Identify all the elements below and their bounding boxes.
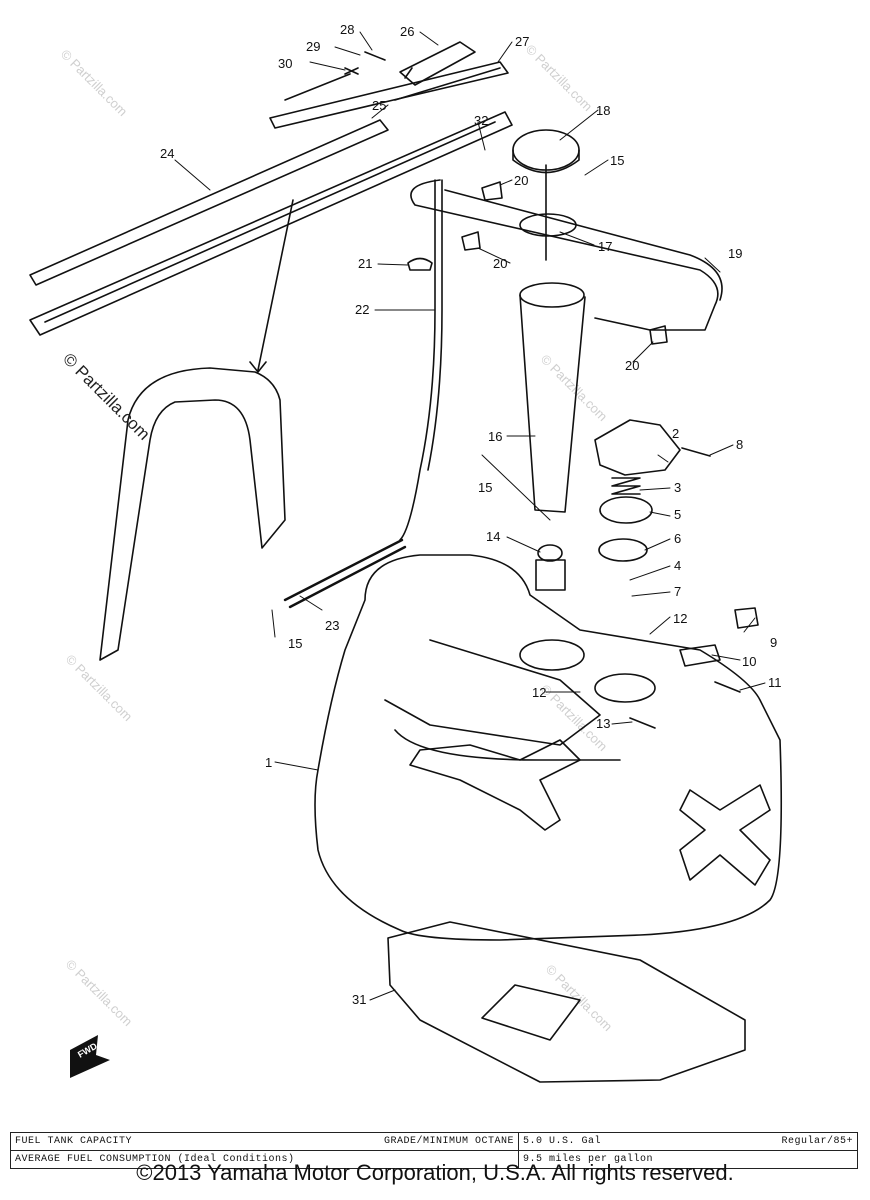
copyright-notice: ©2013 Yamaha Motor Corporation, U.S.A. A…	[136, 1160, 734, 1185]
callout: 14	[486, 529, 500, 544]
callout: 23	[325, 618, 339, 633]
diaphragm-cover	[599, 496, 653, 524]
grade-octane-label: GRADE/MINIMUM OCTANE	[383, 1136, 514, 1147]
grommet-9	[734, 607, 759, 629]
fuel-tank-exploded-diagram: © Partzilla.com © Partzilla.com © Partzi…	[29, 22, 783, 1083]
watermark: © Partzilla.com	[58, 47, 131, 120]
callout: 21	[358, 256, 372, 271]
breather-pipe	[410, 179, 723, 331]
grade-octane-value: Regular/85+	[781, 1136, 853, 1147]
callout: 12	[532, 685, 546, 700]
callout: 4	[674, 558, 681, 573]
callout: 24	[160, 146, 174, 161]
fuel-consumption-value: 9.5 miles per gallon	[518, 1150, 858, 1169]
skid-plate	[387, 921, 746, 1083]
callout: 32	[474, 113, 488, 128]
callout: 15	[610, 153, 624, 168]
strap-plate-lower	[29, 111, 513, 336]
callout: 15	[478, 480, 492, 495]
watermark: © Partzilla.com	[63, 957, 136, 1030]
callout: 10	[742, 654, 756, 669]
filler-tube	[519, 282, 586, 513]
fuel-spec-table: FUEL TANK CAPACITY GRADE/MINIMUM OCTANE …	[10, 1132, 858, 1169]
pump-body	[594, 419, 681, 476]
callout: 30	[278, 56, 292, 71]
strap-plate-upper	[269, 61, 509, 129]
watermark: © Partzilla.com	[63, 652, 136, 725]
spec-row1-label-cell: FUEL TANK CAPACITY GRADE/MINIMUM OCTANE	[10, 1132, 519, 1151]
callout: 20	[493, 256, 507, 271]
fuel-hose	[399, 179, 436, 541]
clip-21	[407, 257, 433, 271]
skid-plate-cutout	[481, 984, 581, 1041]
fuel-filter	[535, 544, 566, 591]
callout: 16	[488, 429, 502, 444]
watermark: © Partzilla.com	[543, 962, 616, 1035]
callout: 25	[372, 98, 386, 113]
callout: 5	[674, 507, 681, 522]
callout: 18	[596, 103, 610, 118]
buckle	[399, 41, 476, 86]
strap-arrow	[249, 199, 294, 373]
bolt-13	[629, 717, 656, 729]
spec-row1-value-cell: 5.0 U.S. Gal Regular/85+	[518, 1132, 858, 1151]
callout: 20	[514, 173, 528, 188]
fuel-hose-inner	[427, 179, 443, 471]
callout: 19	[728, 246, 742, 261]
callout: 6	[674, 531, 681, 546]
collar-29	[344, 67, 359, 75]
diaphragm-disc	[598, 538, 648, 562]
filler-cap	[512, 129, 580, 261]
fwd-arrow-icon	[70, 1035, 110, 1078]
callout: 26	[400, 24, 414, 39]
callout: 31	[352, 992, 366, 1007]
callout: 7	[674, 584, 681, 599]
callout: 13	[596, 716, 610, 731]
callout: 22	[355, 302, 369, 317]
fuel-capacity-label: FUEL TANK CAPACITY	[15, 1136, 133, 1147]
callout: 12	[673, 611, 687, 626]
fuel-capacity-value: 5.0 U.S. Gal	[523, 1136, 602, 1147]
bolt-11	[714, 681, 741, 693]
connector-20b	[461, 231, 481, 251]
callout: 28	[340, 22, 354, 37]
callout: 15	[288, 636, 302, 651]
fuel-tank	[314, 554, 783, 941]
callout: 2	[672, 426, 679, 441]
leader-lines	[174, 31, 766, 1001]
callout: 1	[265, 755, 272, 770]
watermark: © Partzilla.com	[523, 42, 596, 115]
bolt-30	[284, 73, 351, 101]
callout: 20	[625, 358, 639, 373]
tank-strap-frame	[99, 367, 286, 661]
callout: 9	[770, 635, 777, 650]
callout: 3	[674, 480, 681, 495]
bolt-8	[681, 447, 711, 457]
callout: 27	[515, 34, 529, 49]
callout: 29	[306, 39, 320, 54]
spring	[611, 477, 641, 495]
connector-20a	[481, 181, 503, 201]
spring-hose	[283, 538, 407, 609]
callout: 17	[598, 239, 612, 254]
pin-28	[364, 51, 386, 61]
bracket-10	[679, 644, 721, 667]
gasket	[519, 213, 577, 237]
callout: 11	[768, 675, 782, 690]
callout: 8	[736, 437, 743, 452]
connector-20c	[649, 325, 668, 345]
